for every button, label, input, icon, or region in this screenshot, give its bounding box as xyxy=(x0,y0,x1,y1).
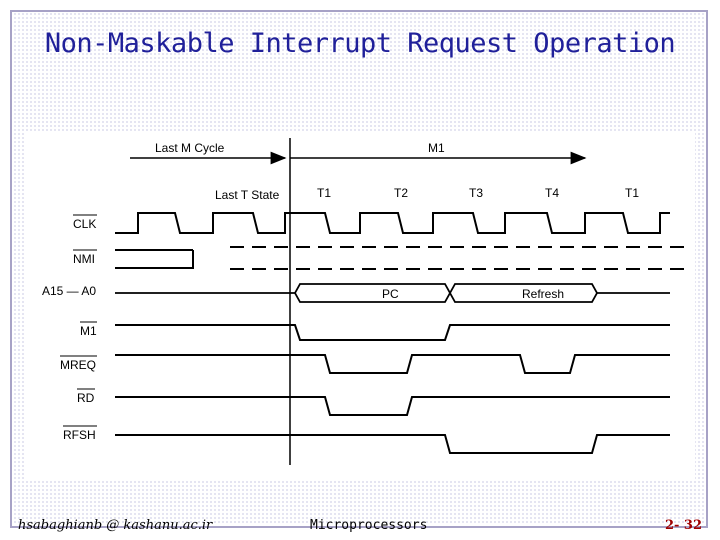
signal-label-clk: CLK xyxy=(73,217,96,231)
footer-page-number: 2- 32 xyxy=(664,518,702,533)
timing-diagram: Last M Cycle M1 Last T State T1 T2 T3 T4… xyxy=(25,133,695,480)
bus-label-pc: PC xyxy=(382,287,399,301)
bus-label-refresh: Refresh xyxy=(522,287,564,301)
footer-course: Microprocessors xyxy=(310,518,428,533)
timing-diagram-svg: Last M Cycle M1 Last T State T1 T2 T3 T4… xyxy=(42,138,685,465)
signal-label-mreq: MREQ xyxy=(60,358,96,372)
nmi-waveform-solid-low xyxy=(115,250,194,269)
state-label-last-t: Last T State xyxy=(215,188,280,202)
phase-label-last-m-cycle: Last M Cycle xyxy=(155,141,225,155)
mreq-waveform xyxy=(115,354,670,374)
signal-label-m1: M1 xyxy=(80,324,97,338)
slide-title: Non-Maskable Interrupt Request Operation xyxy=(44,28,676,59)
state-label-t3: T3 xyxy=(469,186,483,200)
slide-frame xyxy=(10,10,708,528)
signal-label-rd: RD xyxy=(77,391,95,405)
footer-author: hsabaghianb @ kashanu.ac.ir xyxy=(18,518,213,533)
phase-label-m1: M1 xyxy=(428,141,445,155)
signal-label-nmi: NMI xyxy=(73,252,95,266)
rd-waveform xyxy=(115,396,670,416)
signal-label-address: A15 — A0 xyxy=(42,284,96,298)
state-label-t2: T2 xyxy=(394,186,408,200)
state-label-t4: T4 xyxy=(545,186,559,200)
address-bus-pc xyxy=(293,283,452,303)
signal-label-rfsh: RFSH xyxy=(63,428,96,442)
m1-waveform xyxy=(115,324,670,341)
rfsh-waveform xyxy=(115,434,670,454)
clk-waveform xyxy=(115,212,670,234)
state-label-t1: T1 xyxy=(317,186,331,200)
state-label-t1-next: T1 xyxy=(625,186,639,200)
